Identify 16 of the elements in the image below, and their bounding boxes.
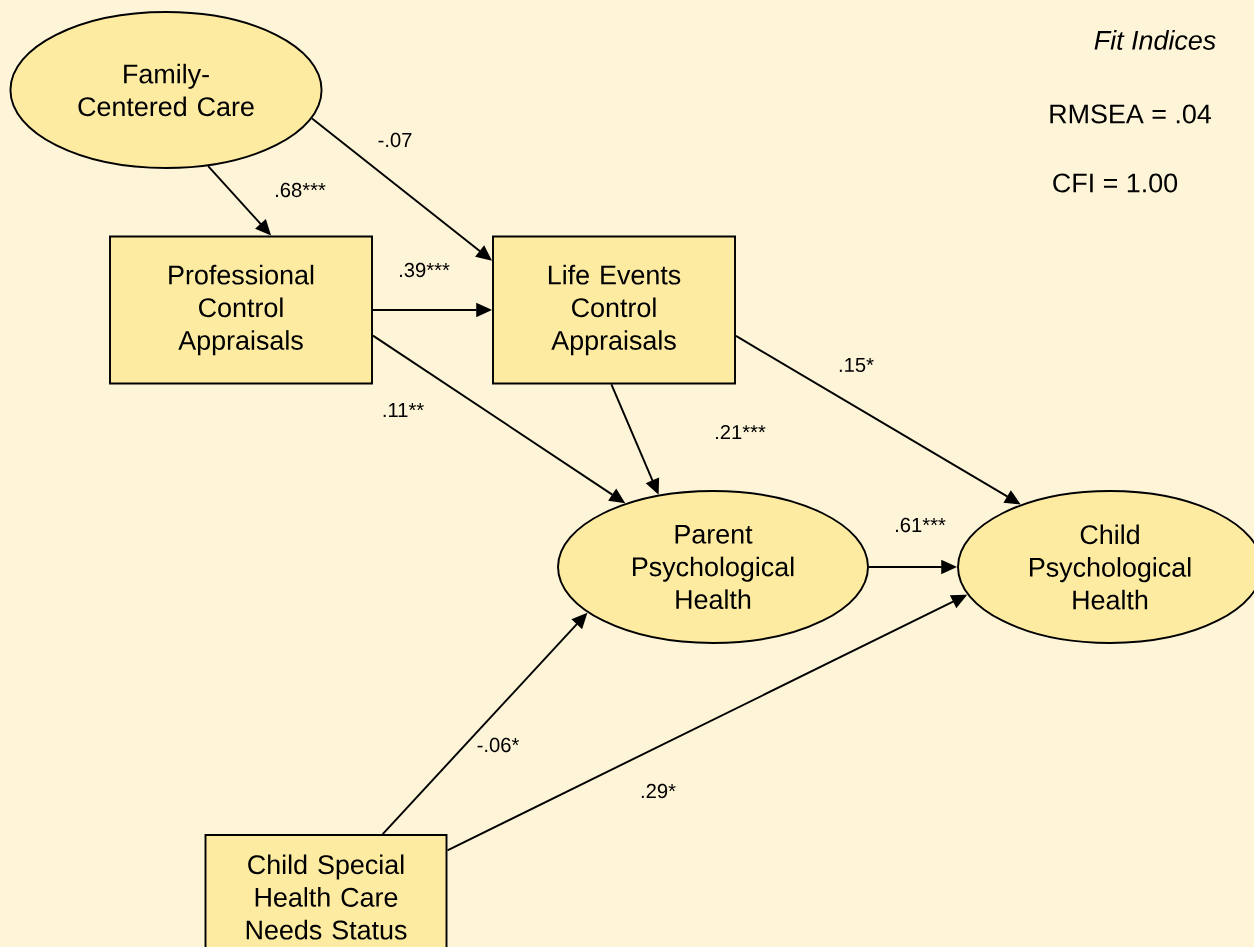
path-coefficient: .21*** bbox=[716, 424, 766, 440]
path-coefficient: .11** bbox=[383, 403, 424, 417]
path-coefficient: .68*** bbox=[276, 182, 326, 198]
fit-index: CFI = 1.00 bbox=[1053, 173, 1178, 193]
path-coefficient: .61*** bbox=[896, 517, 946, 533]
variable-box: Life Events Control Appraisals bbox=[492, 235, 736, 385]
path-coefficient: .15* bbox=[839, 357, 874, 373]
path-coefficient: -.06* bbox=[477, 737, 520, 753]
fit-index-heading: Fit Indices bbox=[1094, 30, 1216, 50]
path-coefficient: .29* bbox=[641, 783, 676, 799]
variable-box: Professional Control Appraisals bbox=[109, 235, 373, 385]
path-coefficient: -.07 bbox=[378, 132, 412, 148]
path-coefficient: .39*** bbox=[400, 262, 450, 278]
variable-box: Child Special Health Care Needs Status bbox=[204, 834, 448, 947]
path-arrow bbox=[311, 117, 492, 261]
fit-index: RMSEA = .04 bbox=[1050, 104, 1211, 124]
